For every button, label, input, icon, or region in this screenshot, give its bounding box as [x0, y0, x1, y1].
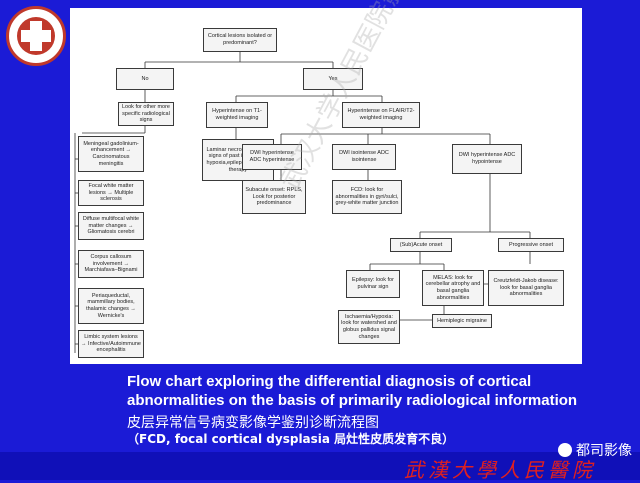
- brand-text: 都司影像: [576, 443, 632, 459]
- subacute-rpls-box: Subacute onset: RPLS, Look for posterior…: [242, 180, 306, 214]
- brand-label: 都司影像: [558, 440, 632, 460]
- hospital-calligraphy: 武漢大學人民醫院: [404, 458, 596, 482]
- left-list-item: Limbic system lesions → Infective/Autoim…: [78, 330, 144, 358]
- caption-chinese: 皮层异常信号病变影像学鉴别诊断流程图: [127, 415, 379, 431]
- hospital-logo: [6, 6, 66, 66]
- caption-note: （FCD, focal cortical dysplasia 局灶性皮质发育不良…: [127, 432, 455, 446]
- logo-cross-icon-bar: [21, 30, 51, 42]
- yes-box: Yes: [303, 68, 363, 90]
- melas-box: MELAS: look for cerebellar atrophy and b…: [422, 270, 484, 306]
- no-box: No: [116, 68, 174, 90]
- left-list-item: Meningeal gadolinium-enhancement → Carci…: [78, 136, 144, 172]
- dwi-adc-hyper-box: DWI hyperintense ADC hyperintense: [242, 144, 302, 170]
- fcd-box: FCD: look for abnormalities in gyri/sulc…: [332, 180, 402, 214]
- flair-hyperintense-box: Hyperintense on FLAIR/T2-weighted imagin…: [342, 102, 420, 128]
- cjd-box: Creutzfeldt-Jakob disease: look for basa…: [488, 270, 564, 306]
- t1-hyperintense-box: Hyperintense on T1- weighted imaging: [206, 102, 268, 128]
- bottom-bar: [0, 452, 640, 480]
- root-question-box: Cortical lesions isolated or predominant…: [203, 28, 277, 52]
- left-list-item: Focal white matter lesions → Multiple sc…: [78, 180, 144, 206]
- dwi-hyper-adc-hypo-box: DWI hyperintense ADC hypointense: [452, 144, 522, 174]
- flowchart-connectors: [74, 52, 531, 353]
- dwi-adc-iso-box: DWI isointense ADC isointense: [332, 144, 396, 170]
- left-list-item: Periaqueductal, mammillary bodies, thala…: [78, 288, 144, 324]
- caption-line-1: Flow chart exploring the differential di…: [127, 373, 532, 390]
- left-list-item: Corpus callosum involvement → Marchiafav…: [78, 250, 144, 278]
- ischaemia-box: Ischaemia/Hypoxia: look for watershed an…: [338, 310, 400, 344]
- caption-line-2: abnormalities on the basis of primarily …: [127, 392, 578, 409]
- wechat-icon: [558, 443, 572, 457]
- epilepsy-box: Epilepsy: look for pulvinar sign: [346, 270, 400, 298]
- other-signs-box: Look for other more specific radiologica…: [118, 102, 174, 126]
- hemiplegic-migraine-box: Hemiplegic migraine: [432, 314, 492, 328]
- progressive-onset-box: Progressive onset: [498, 238, 564, 252]
- subacute-onset-box: (Sub)Acute onset: [390, 238, 452, 252]
- flowchart-panel: Cortical lesions isolated or predominant…: [70, 0, 582, 364]
- left-list-item: Diffuse multifocal white matter changes …: [78, 212, 144, 240]
